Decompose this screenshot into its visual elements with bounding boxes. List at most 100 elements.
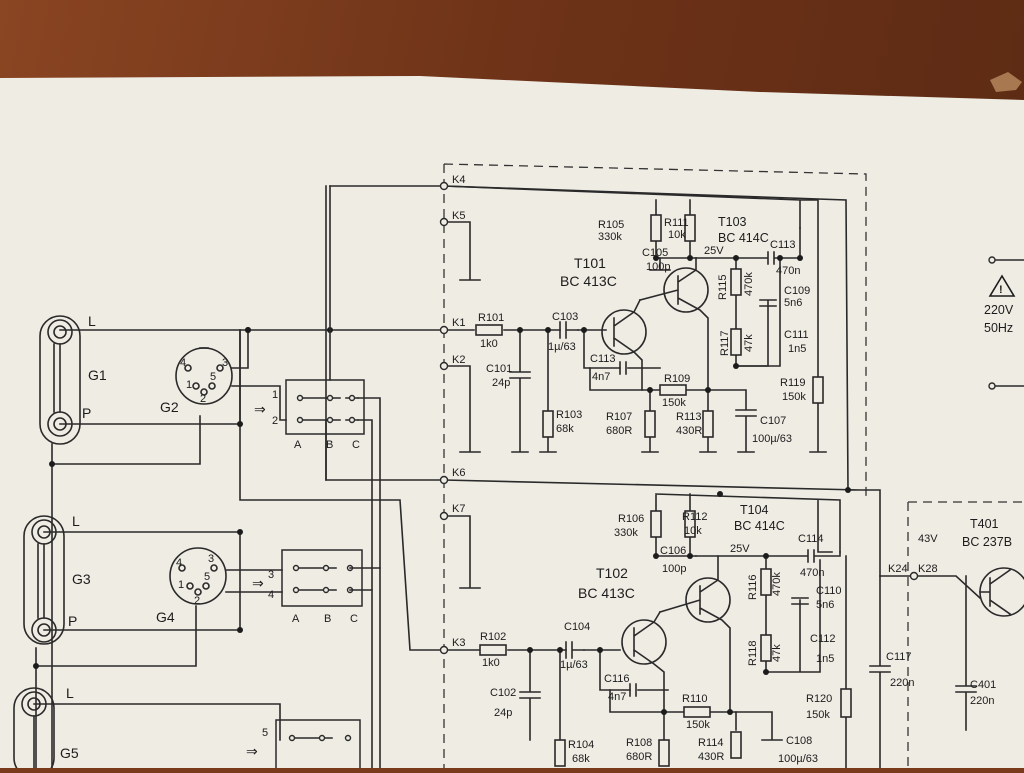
value-r116: 470k — [771, 572, 783, 596]
label-mains-freq: 50Hz — [984, 321, 1013, 335]
resistor-r109 — [659, 384, 687, 396]
label-c108: C108 — [786, 735, 812, 747]
arrow-right-icon: ⇒ — [246, 743, 258, 759]
switch2-pos1: 3 — [268, 569, 274, 581]
value-r114: 430R — [698, 751, 724, 763]
label-t104: T104 — [740, 503, 769, 517]
label-r106: R106 — [618, 513, 644, 525]
resistor-r101 — [475, 324, 503, 336]
upper-channel: K4 K5 K1 K2 R101 1k0 C103 1µ/63 C101 24p… — [59, 174, 849, 491]
arrow-right-icon: ⇒ — [252, 575, 264, 591]
label-k1: K1 — [452, 317, 465, 329]
label-r102: R102 — [480, 631, 506, 643]
jack-socket-icon — [13, 687, 55, 773]
label-c114: C114 — [798, 533, 823, 545]
value-c113a: 4n7 — [592, 371, 610, 383]
resistor-r110 — [683, 706, 711, 718]
value-c116: 4n7 — [608, 691, 626, 703]
label-r113: R113 — [676, 411, 701, 423]
label-c117: C117 — [886, 651, 911, 663]
label-c111: C111 — [784, 329, 809, 341]
label-t101: T101 — [574, 255, 606, 271]
value-r113: 430R — [676, 425, 702, 437]
resistor-r115 — [730, 268, 742, 296]
label-k4: K4 — [452, 174, 465, 186]
label-t401: T401 — [970, 517, 999, 531]
input-switch-3 — [275, 719, 361, 773]
value-c112: 1n5 — [816, 653, 834, 665]
label-c110: C110 — [816, 585, 841, 597]
label-r115: R115 — [717, 275, 729, 300]
arrow-right-icon: ⇒ — [254, 401, 266, 417]
g4-pin1: 1 — [178, 579, 184, 591]
value-c117: 220n — [890, 677, 914, 689]
warning-mark: ! — [999, 284, 1003, 296]
resistor-r111 — [684, 214, 696, 242]
resistor-r107 — [644, 410, 656, 438]
label-r103: R103 — [556, 409, 582, 421]
value-c401: 220n — [970, 695, 994, 707]
label-c101: C101 — [486, 363, 512, 375]
switch1-pos2: 2 — [272, 415, 278, 427]
value-r110: 150k — [686, 719, 710, 731]
jack-socket-icon — [23, 515, 65, 645]
value-c113b: 470n — [776, 265, 800, 277]
g2-pin4: 4 — [180, 357, 186, 369]
label-t103: T103 — [718, 215, 747, 229]
resistor-r112 — [684, 510, 696, 538]
label-r111: R111 — [664, 217, 689, 229]
label-r118: R118 — [747, 641, 759, 666]
value-c114: 470n — [800, 567, 824, 579]
type-t103: BC 414C — [718, 231, 769, 245]
input-switch-1 — [285, 379, 365, 435]
value-c109: 5n6 — [784, 297, 802, 309]
label-c109: C109 — [784, 285, 810, 297]
label-r116: R116 — [747, 575, 759, 600]
label-k7: K7 — [452, 503, 465, 515]
label-25v-a: 25V — [704, 245, 724, 257]
label-c116: C116 — [604, 673, 629, 685]
module-boundary — [443, 163, 1024, 768]
g4-pin2: 2 — [194, 595, 200, 607]
switch2-pos2: 4 — [268, 589, 274, 601]
value-c102: 24p — [494, 707, 512, 719]
value-r109: 150k — [662, 397, 686, 409]
resistor-r118 — [760, 634, 772, 662]
label-k2: K2 — [452, 354, 465, 366]
label-c106: C106 — [660, 545, 686, 557]
label-g2: G2 — [160, 399, 179, 415]
wood-chip — [990, 72, 1022, 92]
value-r118: 47k — [771, 644, 783, 662]
g2-pin2: 2 — [200, 393, 206, 405]
label-c113a: C113 — [590, 353, 615, 365]
label-g3-l: L — [72, 513, 80, 529]
label-k3: K3 — [452, 637, 465, 649]
resistor-r102 — [479, 644, 507, 656]
jack-socket-icon — [39, 315, 81, 445]
label-r112: R112 — [682, 511, 707, 523]
label-25v-b: 25V — [730, 543, 750, 555]
label-c103: C103 — [552, 311, 578, 323]
label-r110: R110 — [682, 693, 707, 705]
value-r115: 470k — [743, 272, 755, 296]
npn-transistor-icon — [601, 309, 647, 355]
label-r114: R114 — [698, 737, 723, 749]
type-t401: BC 237B — [962, 535, 1012, 549]
g2-pin3: 3 — [222, 357, 228, 369]
label-g1-p: P — [82, 405, 91, 421]
value-r104: 68k — [572, 753, 590, 765]
label-r117: R117 — [719, 331, 731, 356]
value-c103: 1µ/63 — [548, 341, 576, 353]
label-mains-voltage: 220V — [984, 303, 1014, 317]
output-section: ! 220V 50Hz K24 K28 43V T401 BC 237B C11… — [869, 256, 1024, 769]
label-c113b: C113 — [770, 239, 795, 251]
din-socket-icon — [169, 547, 227, 605]
switch2-b: B — [324, 613, 331, 625]
value-r111: 10k — [668, 229, 686, 241]
switch3-pos1: 5 — [262, 727, 268, 739]
lower-channel: K3 R102 1k0 C104 1µ/63 C102 24p R104 68k… — [239, 329, 852, 769]
value-r101: 1k0 — [480, 338, 498, 350]
g2-pin5: 5 — [210, 371, 216, 383]
g4-pin5: 5 — [204, 571, 210, 583]
value-r112: 10k — [684, 525, 702, 537]
